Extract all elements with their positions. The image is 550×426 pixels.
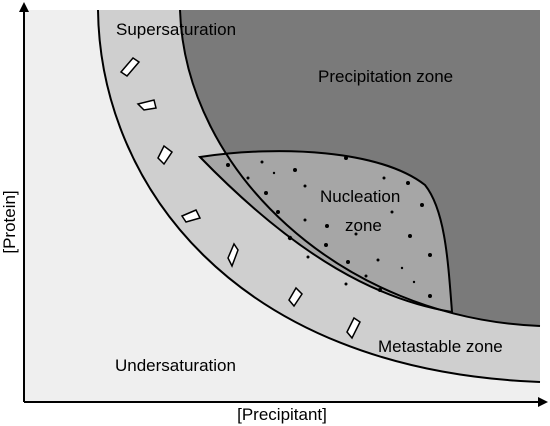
precipitation-label: Precipitation zone bbox=[318, 67, 453, 86]
crystal-icon bbox=[288, 286, 303, 308]
solubility-curve bbox=[97, 9, 541, 383]
crystal-icon bbox=[119, 57, 141, 77]
crystal-icon bbox=[180, 209, 202, 223]
axes bbox=[23, 10, 540, 403]
nucleation-label-line2: zone bbox=[345, 216, 382, 235]
nucleation-label-line1: Nucleation bbox=[320, 187, 400, 206]
x-axis-arrow bbox=[538, 397, 548, 407]
crystal-icon bbox=[136, 99, 157, 111]
crystal-icon bbox=[346, 316, 361, 340]
y-axis-label: [Protein] bbox=[0, 190, 19, 253]
supersolubility-curve bbox=[179, 9, 541, 327]
nucleation-region bbox=[197, 150, 454, 314]
y-axis-arrow bbox=[19, 2, 29, 12]
crystal-icon bbox=[157, 144, 174, 166]
crystal-icons bbox=[119, 57, 361, 340]
nucleation-dots bbox=[226, 156, 432, 298]
metastable-label: Metastable zone bbox=[378, 337, 503, 356]
crystal-icon bbox=[227, 242, 239, 268]
supersaturation-label: Supersaturation bbox=[116, 20, 236, 39]
undersaturation-label: Undersaturation bbox=[115, 356, 236, 375]
x-axis-label: [Precipitant] bbox=[237, 405, 327, 424]
